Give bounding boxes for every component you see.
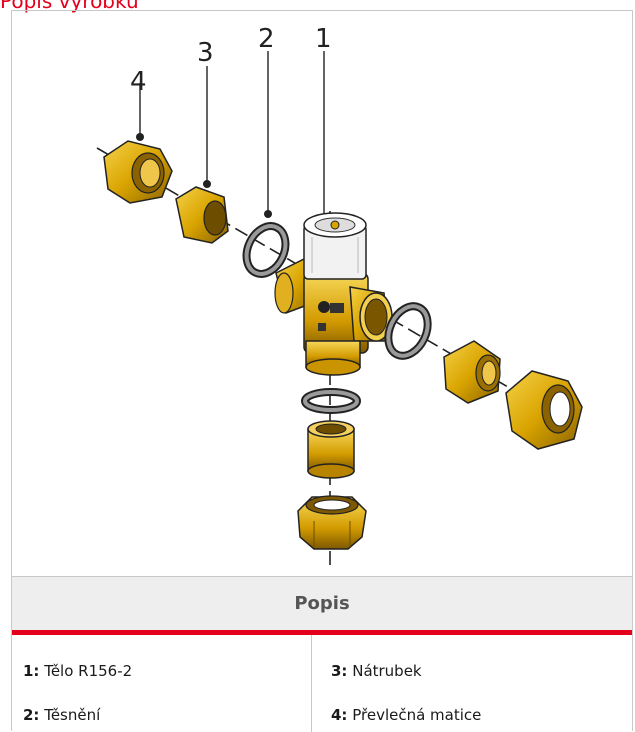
- callout-3: 3: [197, 38, 214, 68]
- callout-2: 2: [258, 24, 275, 54]
- valve-body: [274, 212, 393, 376]
- tailpiece-right: [443, 340, 501, 404]
- legend-item-3: 3: Nátrubek: [331, 662, 422, 680]
- legend-item-number: 2:: [23, 706, 40, 724]
- legend-item-2: 2: Těsnění: [23, 706, 100, 724]
- legend-divider: [12, 630, 632, 635]
- tailpiece-left: [175, 186, 229, 244]
- exploded-view-drawing: [96, 51, 583, 569]
- tailpiece-bottom: [307, 420, 355, 479]
- exploded-view-diagram: 4 3 2 1: [12, 11, 632, 576]
- callout-1: 1: [315, 24, 332, 54]
- legend-item-1: 1: Tělo R156-2: [23, 662, 132, 680]
- legend-table: 1: Tělo R156-2 2: Těsnění 3: Nátrubek 4:…: [12, 635, 632, 732]
- page-title: Popis výrobku: [0, 0, 139, 13]
- legend-item-label: Tělo R156-2: [44, 662, 133, 680]
- legend-item-number: 4:: [331, 706, 348, 724]
- product-card: 4 3 2 1 Popis 1: Tělo R156-2 2: Těsnění …: [11, 10, 633, 732]
- legend-item-label: Nátrubek: [352, 662, 422, 680]
- gasket-left: [242, 222, 290, 278]
- gasket-bottom: [301, 388, 361, 414]
- union-nut-left: [103, 140, 173, 204]
- legend-column-divider: [311, 635, 312, 732]
- gasket-right: [384, 302, 432, 360]
- union-nut-right: [505, 370, 583, 450]
- legend-item-label: Převlečná matice: [352, 706, 482, 724]
- legend-item-number: 1:: [23, 662, 40, 680]
- legend-title: Popis: [12, 576, 632, 630]
- legend-item-label: Těsnění: [44, 706, 101, 724]
- legend-item-4: 4: Převlečná matice: [331, 706, 481, 724]
- union-nut-bottom: [297, 495, 367, 550]
- legend-item-number: 3:: [331, 662, 348, 680]
- callout-4: 4: [130, 67, 147, 97]
